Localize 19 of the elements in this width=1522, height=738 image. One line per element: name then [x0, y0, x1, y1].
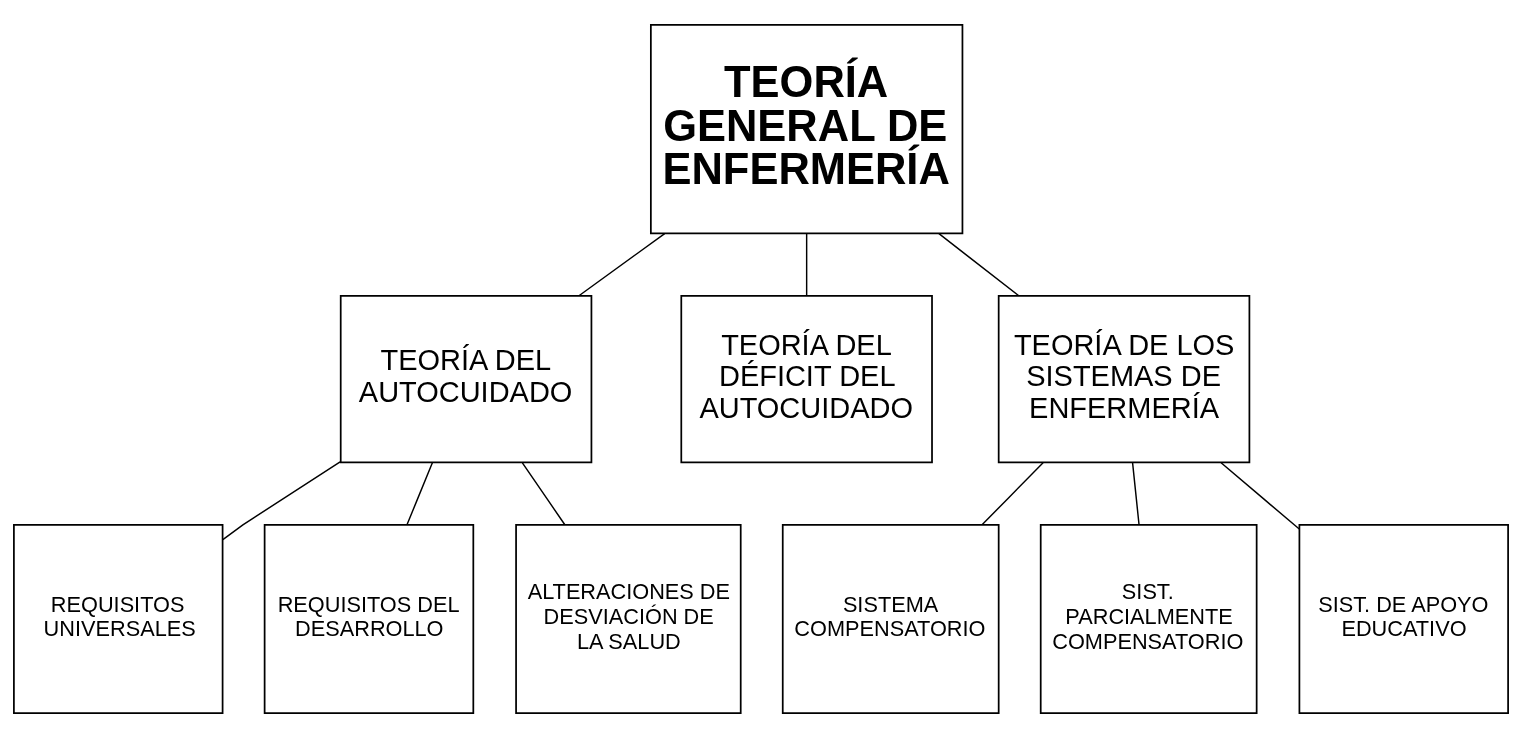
node-box: ALTERACIONES DE DESVIACIÓN DE LA SALUD [515, 523, 742, 715]
connector [805, 233, 808, 297]
connector [578, 232, 666, 297]
node-box: REQUISITOS DEL DESARROLLO [263, 523, 475, 715]
connector [981, 462, 1044, 526]
node-box: SIST. DE APOYO EDUCATIVO [1298, 523, 1509, 715]
node-box: REQUISITOS UNIVERSALES [13, 523, 224, 715]
connector [1131, 462, 1140, 526]
connector [938, 232, 1020, 297]
node-box: SISTEMA COMPENSATORIO [781, 523, 1000, 715]
connector [521, 462, 566, 526]
node-box: TEORÍA DE LOS SISTEMAS DE ENFERMERÍA [997, 294, 1251, 464]
connector [406, 462, 434, 526]
connector [222, 461, 341, 541]
node-box: SIST. PARCIALMENTE COMPENSATORIO [1039, 523, 1258, 715]
node-box: TEORÍA GENERAL DE ENFERMERÍA [650, 23, 964, 235]
node-box: TEORÍA DEL DÉFICIT DEL AUTOCUIDADO [680, 294, 933, 464]
node-box: TEORÍA DEL AUTOCUIDADO [339, 294, 593, 464]
connector [1220, 462, 1300, 530]
